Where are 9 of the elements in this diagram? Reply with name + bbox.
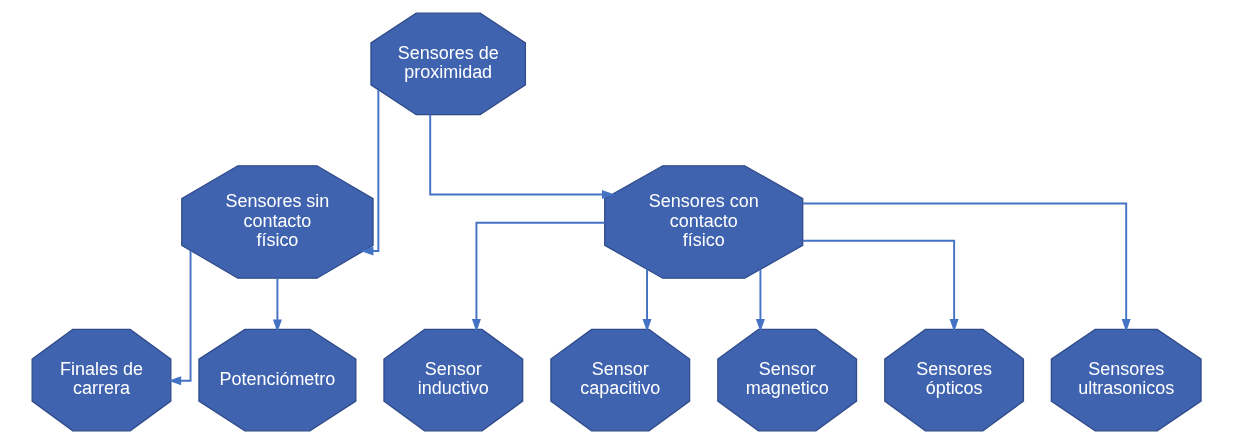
arrow (801, 202, 1131, 332)
arrow (802, 239, 959, 332)
arrow (755, 268, 765, 332)
arrow (272, 277, 282, 333)
arrow (360, 88, 380, 256)
arrow (168, 249, 192, 386)
arrow (471, 221, 606, 332)
arrow (429, 113, 615, 200)
arrow (642, 268, 652, 332)
